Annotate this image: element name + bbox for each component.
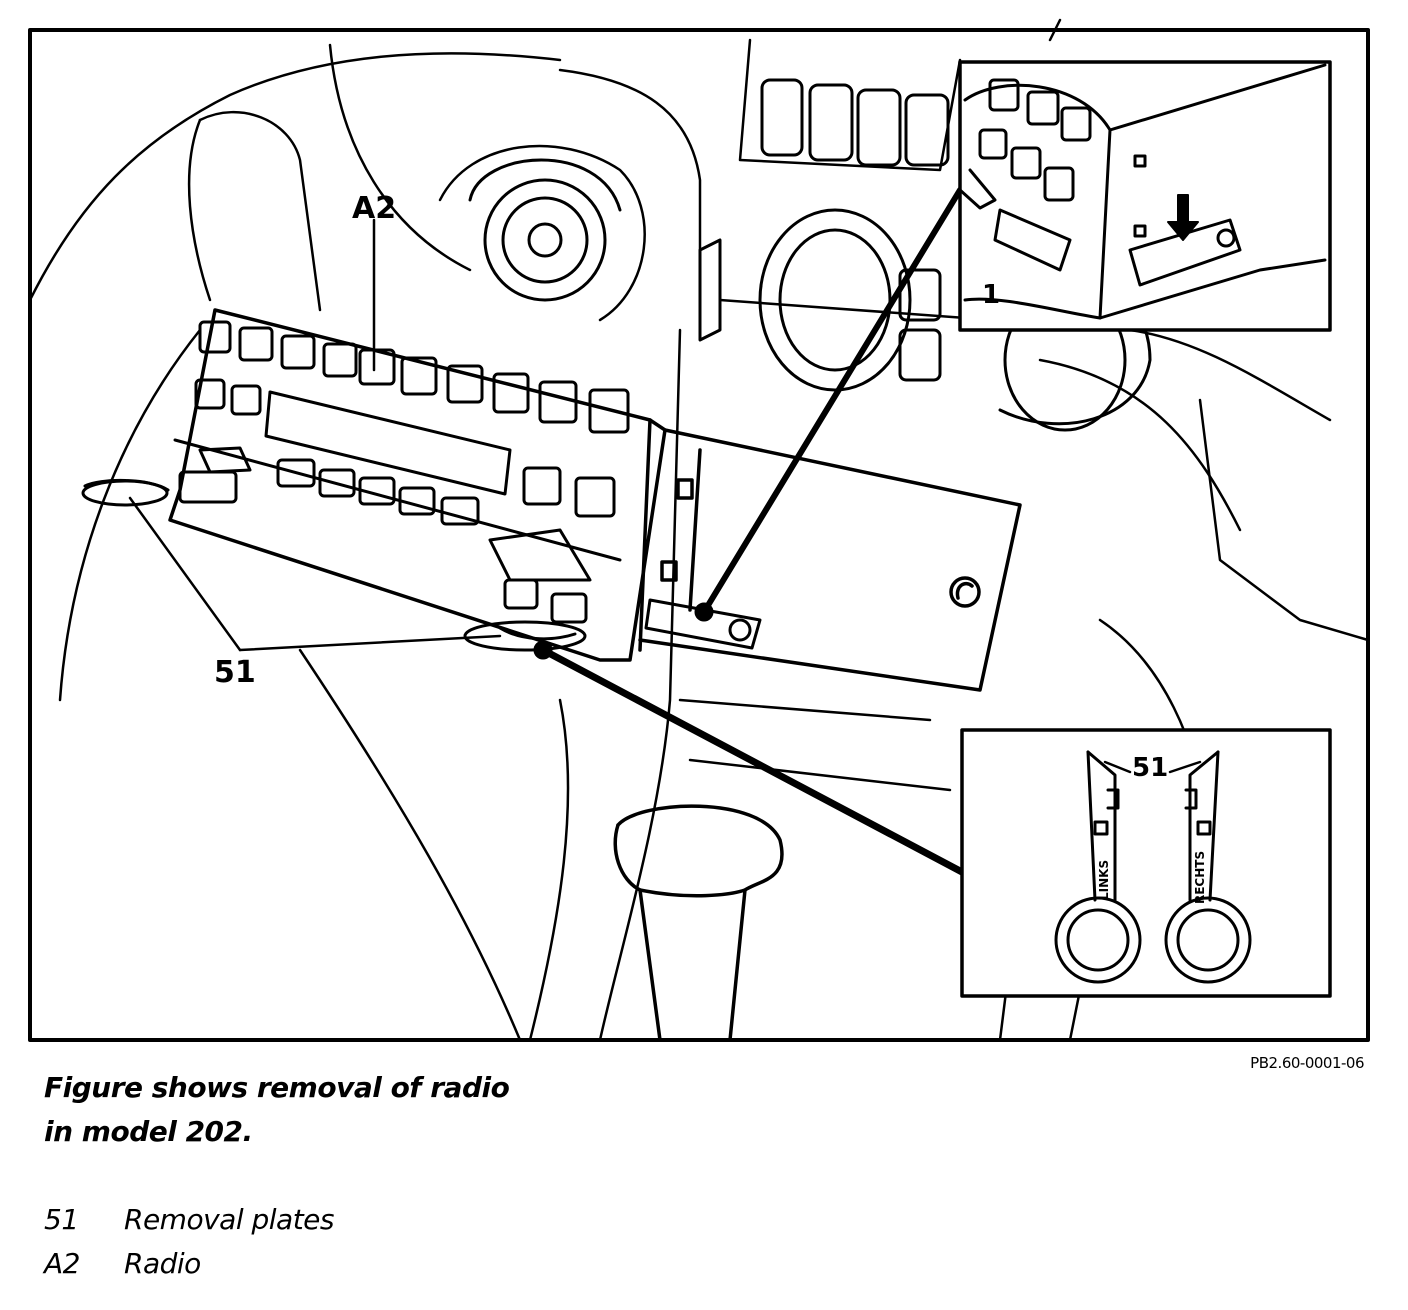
callout-dot-1 <box>694 602 714 622</box>
illustration-svg: A2 51 1 <box>28 18 1370 1042</box>
leader-lines <box>128 218 502 652</box>
key-rechts <box>1164 750 1252 984</box>
callout-lines <box>539 187 966 876</box>
gear-shift <box>613 804 784 1042</box>
rotary-knob <box>468 158 622 302</box>
label-rechts: RECHTS <box>1193 851 1207 904</box>
label-51: 51 <box>214 655 256 690</box>
dashboard-lines <box>28 18 1370 1042</box>
label-links: LINKS <box>1097 860 1111 900</box>
connector <box>644 598 762 650</box>
caption: Figure shows removal of radio in model 2… <box>44 1066 510 1154</box>
figure-frame <box>28 28 1370 1042</box>
legend-row: A2 Radio <box>44 1242 334 1286</box>
removal-plate-bottom <box>463 620 587 652</box>
key-links <box>1054 750 1142 984</box>
inset-top: 1 <box>958 60 1332 332</box>
legend-code: 51 <box>44 1203 79 1236</box>
legend: 51 Removal plates A2 Radio <box>44 1198 335 1286</box>
label-a2: A2 <box>352 191 396 226</box>
arrow-down-icon <box>1167 194 1199 241</box>
inset-bottom: 51 LINKS RECHTS <box>960 728 1332 998</box>
top-switches <box>760 78 950 167</box>
removal-plate-left <box>81 478 170 507</box>
legend-row: 51 Removal plates <box>44 1198 335 1242</box>
figure: A2 51 1 <box>28 18 1370 1042</box>
legend-text: Removal plates <box>124 1203 335 1236</box>
radio-unit <box>168 308 1022 692</box>
caption-line-1: Figure shows removal of radio <box>44 1071 510 1104</box>
label-inset-51: 51 <box>1132 753 1168 783</box>
legend-code: A2 <box>44 1247 80 1280</box>
label-inset-1: 1 <box>982 280 1000 310</box>
figure-code: PB2.60-0001-06 <box>1250 1054 1364 1072</box>
caption-line-2: in model 202. <box>44 1115 253 1148</box>
callout-dot-2 <box>533 640 553 660</box>
legend-text: Radio <box>124 1247 201 1280</box>
